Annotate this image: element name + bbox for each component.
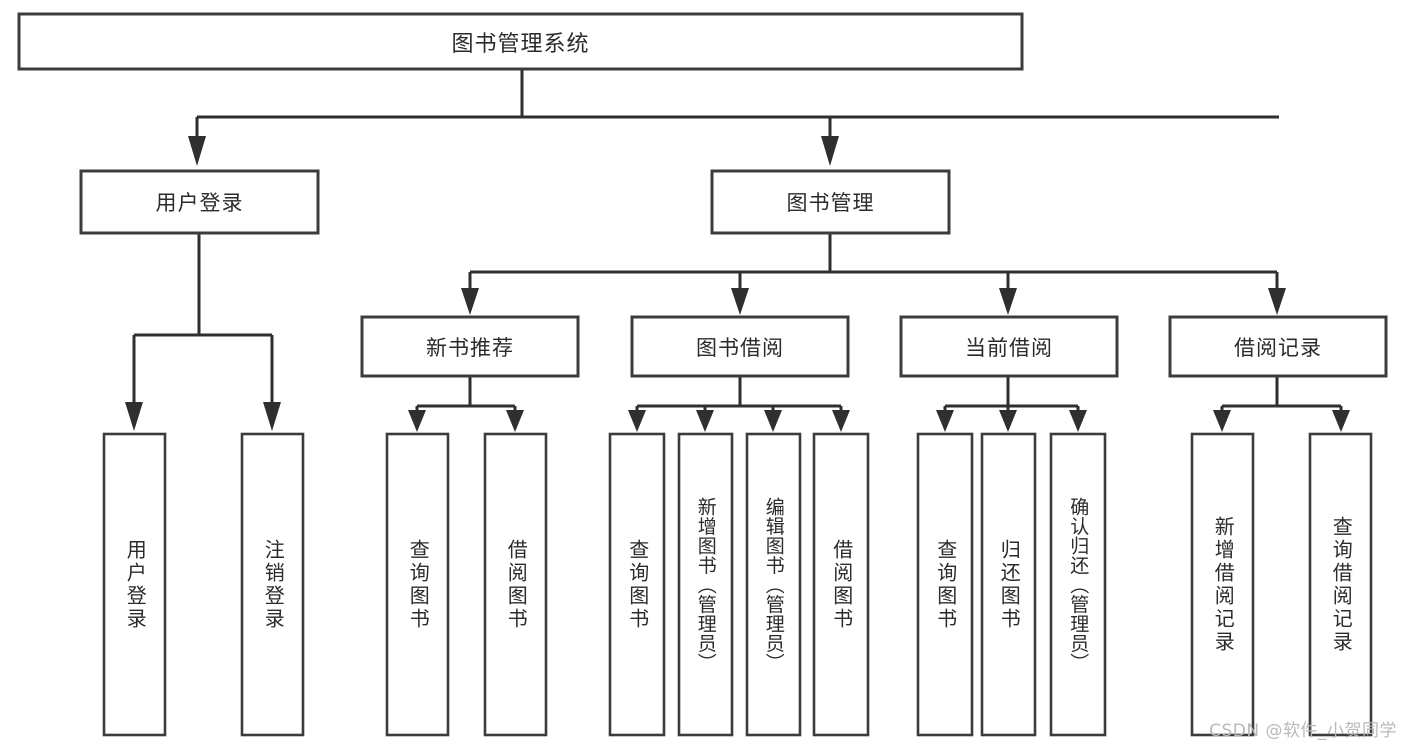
leaf-box[interactable] xyxy=(1308,432,1373,737)
leaf-box[interactable] xyxy=(916,432,974,737)
connectors-bookmgmt-children xyxy=(461,233,1286,315)
leaf-box[interactable] xyxy=(1190,432,1255,737)
leaf-box[interactable] xyxy=(240,432,305,737)
leaf-box[interactable] xyxy=(677,432,734,737)
node-borrow-record[interactable] xyxy=(1168,315,1388,378)
leaf-box[interactable] xyxy=(385,432,450,737)
leaf-box[interactable] xyxy=(608,432,666,737)
connectors-bookborrow-children xyxy=(628,376,850,432)
leaf-box[interactable] xyxy=(1049,432,1107,737)
connectors-userlogin-children xyxy=(125,233,281,431)
node-new-book-recommend[interactable] xyxy=(360,315,580,378)
watermark-text: CSDN @软件_小贺同学 xyxy=(1209,721,1397,741)
node-book-management[interactable] xyxy=(710,169,951,235)
leaf-box[interactable] xyxy=(812,432,870,737)
connectors-root-to-level2 xyxy=(188,69,1279,166)
node-current-borrow[interactable] xyxy=(899,315,1119,378)
connectors-newbook-children xyxy=(408,376,524,432)
leaf-box[interactable] xyxy=(102,432,167,737)
node-root[interactable] xyxy=(17,12,1024,71)
node-book-borrow[interactable] xyxy=(630,315,850,378)
leaf-box[interactable] xyxy=(980,432,1037,737)
connectors-currentborrow-children xyxy=(936,376,1087,432)
leaf-box[interactable] xyxy=(483,432,548,737)
node-user-login[interactable] xyxy=(79,169,320,235)
leaf-box[interactable] xyxy=(745,432,802,737)
connectors-borrowrecord-children xyxy=(1213,376,1350,432)
